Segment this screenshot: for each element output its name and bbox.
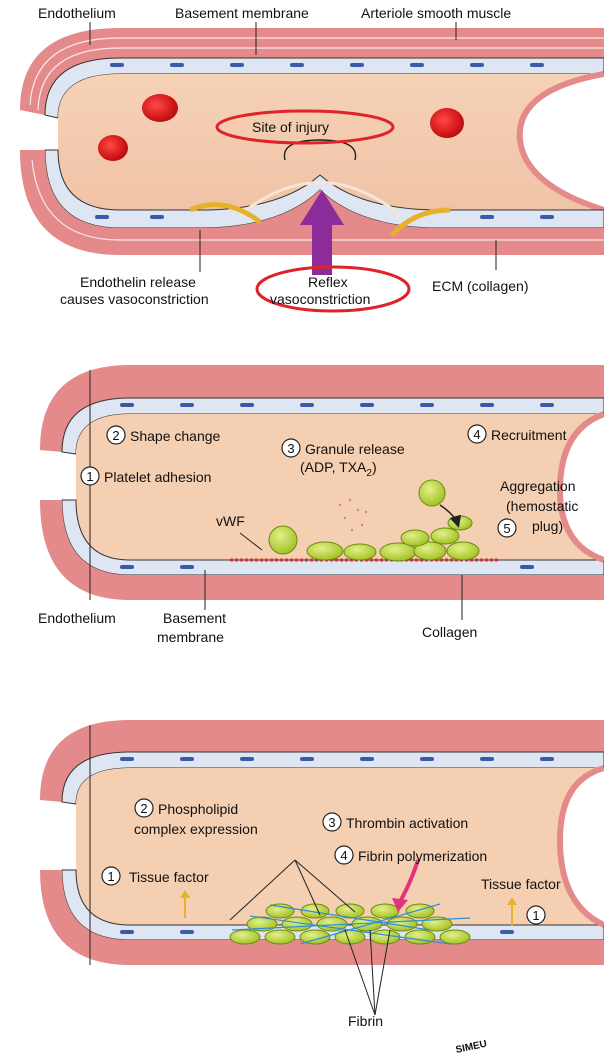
num-aggregation: 5: [503, 521, 510, 536]
label-endothelin-release: Endothelin release: [80, 274, 196, 290]
red-blood-cell: [430, 108, 464, 138]
num-fibrin-polymerization: 4: [340, 848, 347, 863]
panel-platelet-plug: 2 Shape change 3 Granule release (ADP, T…: [38, 365, 604, 645]
label-reflex: Reflex: [308, 274, 348, 290]
label-endothelium: Endothelium: [38, 610, 116, 626]
label-hemostatic: (hemostatic: [506, 498, 578, 514]
label-causes-vasoconstriction: causes vasoconstriction: [60, 291, 209, 307]
num-tissue-factor-right: 1: [532, 908, 539, 923]
step-tissue-factor-left: 1 Tissue factor: [102, 867, 209, 885]
num-phospholipid: 2: [140, 801, 147, 816]
red-blood-cell: [142, 94, 178, 122]
watermark: SIMEU: [455, 1039, 488, 1056]
label-site-of-injury: Site of injury: [252, 119, 329, 135]
label-shape-change: Shape change: [130, 428, 221, 444]
label-arteriole-smooth-muscle: Arteriole smooth muscle: [361, 5, 511, 21]
label-aggregation: Aggregation: [500, 478, 576, 494]
red-blood-cell: [98, 135, 128, 161]
num-thrombin: 3: [328, 815, 335, 830]
panel-coagulation: 2 Phospholipid complex expression 3 Thro…: [40, 720, 604, 1029]
step-recruitment: 4 Recruitment: [468, 425, 567, 443]
label-fibrin-polymerization: Fibrin polymerization: [358, 848, 487, 864]
label-collagen: Collagen: [422, 624, 477, 640]
label-complex-expression: complex expression: [134, 821, 258, 837]
label-plug: plug): [532, 518, 563, 534]
label-recruitment: Recruitment: [491, 427, 567, 443]
num-granule-release: 3: [287, 441, 294, 456]
num-tissue-factor-left: 1: [107, 869, 114, 884]
label-vwf: vWF: [216, 513, 245, 529]
label-tissue-factor-right: Tissue factor: [481, 876, 561, 892]
label-membrane: membrane: [157, 629, 224, 645]
label-granule-release: Granule release: [305, 441, 405, 457]
label-phospholipid: Phospholipid: [158, 801, 238, 817]
panel-vasoconstriction: Endothelium Basement membrane Arteriole …: [20, 5, 604, 311]
label-tissue-factor-left: Tissue factor: [129, 869, 209, 885]
label-fibrin: Fibrin: [348, 1013, 383, 1029]
label-basement: Basement: [163, 610, 226, 626]
label-thrombin-activation: Thrombin activation: [346, 815, 468, 831]
label-vasoconstriction: vasoconstriction: [270, 291, 370, 307]
label-basement-membrane: Basement membrane: [175, 5, 309, 21]
label-endothelium: Endothelium: [38, 5, 116, 21]
num-shape-change: 2: [112, 428, 119, 443]
step-fibrin-polymerization: 4 Fibrin polymerization: [335, 846, 487, 864]
label-platelet-adhesion: Platelet adhesion: [104, 469, 211, 485]
num-recruitment: 4: [473, 427, 480, 442]
label-ecm-collagen: ECM (collagen): [432, 278, 528, 294]
num-platelet-adhesion: 1: [86, 469, 93, 484]
